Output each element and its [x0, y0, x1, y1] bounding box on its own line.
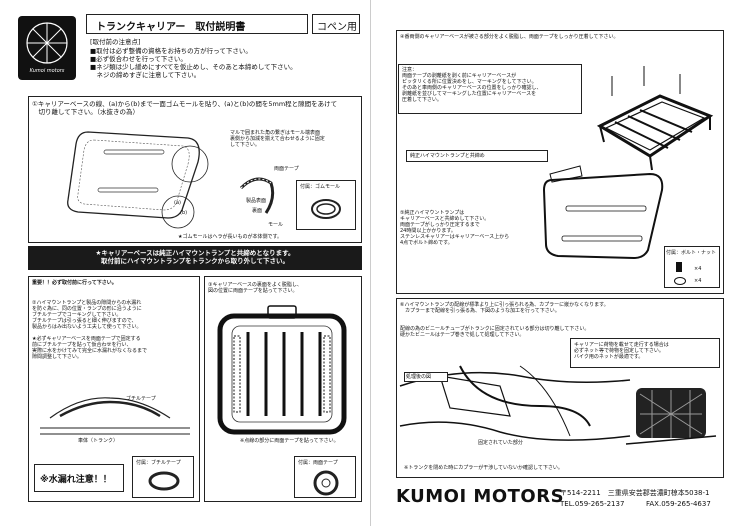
butyl-label: ブチルテープ	[126, 396, 156, 402]
butyl-tape-illustration	[40, 397, 190, 435]
precautions-title: [取付前の注意点]	[90, 38, 141, 46]
mold-note: ★ゴムモールはヘラが長いものが本体側です。	[178, 234, 282, 240]
tape-label: 両面テープ	[274, 166, 299, 172]
tape-accessory-box	[294, 456, 356, 498]
step6-subtext: 配線の為のビニールチューブがトランクに固定されている部分は切り離して下さい。 硬…	[400, 326, 590, 338]
company-name: KUMOI MOTORS	[396, 486, 565, 507]
step3-text: ③キャリアーベースの裏面をよく脱脂し、 図の位置に両面テープを貼って下さい。	[208, 282, 302, 294]
stainless-rack-illustration	[596, 66, 714, 171]
model-label: コペン用	[317, 22, 357, 33]
model-box	[312, 14, 360, 34]
bolt-accessory-label: 付属：ボルト・ナット	[666, 250, 717, 256]
after-label: 処理後の図	[406, 374, 432, 380]
step2-text: ②ハイマウントランプと製品の隙間からの水漏れ を防ぐ為に、同の位置・ランプの形に…	[32, 300, 148, 360]
page-fold	[370, 0, 371, 526]
leak-warning: ※水漏れ注意！！	[40, 475, 112, 485]
step4-text: ④番両側のキャリアーベースが被さる部分をよく脱脂し、両面テープをしっかり圧着して…	[400, 34, 619, 40]
nut-qty: ×4	[694, 278, 702, 284]
step5-text: ⑤純正ハイマウントランプは キャリアーベースと共締めして下さい。 両面テープがし…	[400, 210, 510, 246]
important-note: 重要！！必ず取付前に行って下さい。	[32, 280, 117, 286]
carrier-underside-illustration	[217, 305, 347, 435]
kumoi-logo: Kumoi motors	[18, 16, 76, 80]
logo-caption: Kumoi motors	[29, 68, 65, 74]
mall-label: モール	[268, 222, 284, 228]
step3-note: ※点線の部分に両面テープを貼って下さい。	[240, 438, 339, 444]
tape-accessory-label: 付属：両面テープ	[298, 460, 338, 466]
after-label-box	[404, 372, 448, 382]
surface-label: 製品表面	[246, 198, 267, 204]
title-box	[86, 14, 308, 34]
butyl-accessory-box	[132, 456, 194, 498]
precautions-list: ■取付は必ず整備の資格をお持ちの方が行って下さい。 ■必ず仮合わせを行って下さい…	[90, 47, 297, 79]
step1-note: マルで囲まれた角の繋ぎはモール端表面 裏側から加減を揃えて合わせるように固定 し…	[230, 130, 325, 148]
step4-note-box	[398, 64, 582, 114]
back-label: 裏面	[252, 208, 263, 214]
bolt-accessory-box	[664, 246, 720, 288]
carrier-base-illustration	[67, 131, 209, 229]
lamp-label-box	[406, 150, 548, 162]
step6-text: ⑥ハイマウントランプの配線が標準より上に引っ張られる為、カプラーに嵌かなくなりま…	[400, 302, 609, 314]
step4-note: 注意： 両面テープの剥離紙を剥く前にキャリアーベースが ピッタリくる所に位置決め…	[402, 67, 542, 103]
logo-emblem-icon	[26, 22, 68, 64]
fixed-label: 固定されていた部分	[478, 440, 523, 446]
tape-roll-icon	[313, 470, 339, 496]
notice-banner	[28, 246, 362, 270]
bolt-qty: ×4	[694, 266, 702, 272]
butyl-roll-icon	[148, 471, 180, 491]
notice-banner-text: ★キャリアーベースは純正ハイマウントランプと共締めとなります。 取付前にハイマウ…	[95, 249, 295, 265]
leak-warning-box	[34, 464, 124, 492]
bolt-icon	[676, 262, 682, 272]
side-note: キャリアーに荷物を載せて走行する場合は 必ずネット等で荷物を固定して下さい。 バ…	[574, 342, 669, 360]
mold-coil-icon	[311, 199, 341, 219]
trunk-base-illustration	[542, 165, 664, 260]
company-address: 〒514-2211 三重県安芸郡芸濃町椋本5038-1	[560, 489, 710, 497]
trunk-label: 車体（トランク）	[78, 438, 119, 444]
lamp-label: 純正ハイマウントランプと共締め	[410, 153, 485, 159]
nut-icon	[674, 277, 686, 285]
mold-section-icon	[239, 177, 275, 214]
side-note-box	[570, 338, 720, 368]
label-a: (a)	[174, 200, 181, 206]
trunk-warning: ※トランクを閉めた時にカプラーが干渉していないか確認して下さい。	[404, 465, 563, 471]
net-cargo-illustration	[625, 388, 717, 445]
mold-accessory-label: 付属：ゴムモール	[300, 184, 341, 190]
mold-accessory-box	[296, 180, 356, 230]
company-fax: FAX.059-265-4637	[646, 500, 711, 508]
butyl-accessory-label: 付属：ブチルテープ	[136, 460, 181, 466]
step1-text: ①キャリアーベースの線、(a)から(b)まで一面ゴムモールを貼り、(a)と(b)…	[32, 100, 338, 116]
page-title: トランクキャリアー 取付説明書	[96, 22, 246, 33]
label-b: (b)	[180, 210, 188, 216]
company-tel: TEL.059-265-2137	[560, 500, 625, 508]
